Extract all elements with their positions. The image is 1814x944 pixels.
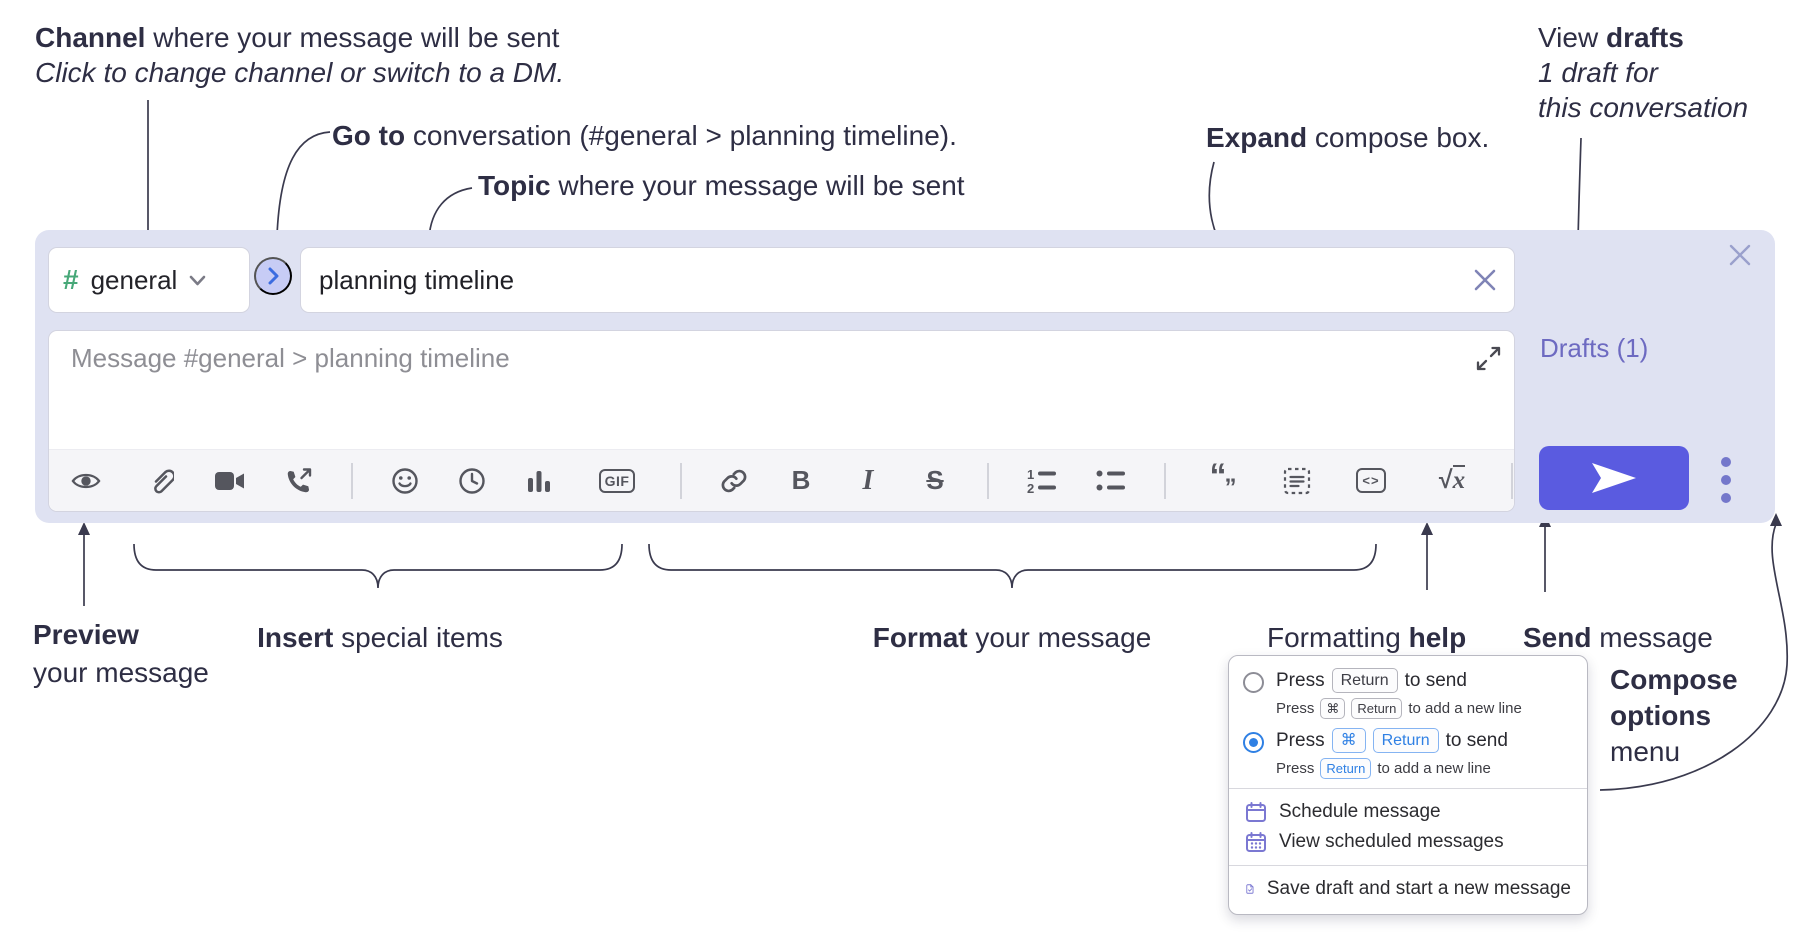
code-button[interactable]: <> <box>1349 462 1393 500</box>
menu-item-view-scheduled[interactable]: View scheduled messages <box>1243 827 1573 857</box>
topic-annotation: Topic where your message will be sent <box>478 170 965 201</box>
topic-field <box>300 247 1515 313</box>
compose-options-annotation: Compose options menu <box>1610 664 1738 767</box>
channel-annotation: Channel where your message will be sent … <box>35 22 565 88</box>
gif-button[interactable]: GIF <box>591 462 643 500</box>
calendar-icon <box>1246 802 1266 822</box>
menu-item-save-draft[interactable]: Save draft and start a new message <box>1243 874 1573 904</box>
emoji-button[interactable] <box>390 462 420 500</box>
strikethrough-icon: S <box>926 465 944 495</box>
toolbar-divider <box>680 462 682 499</box>
bold-icon: B <box>791 465 811 495</box>
key-chip: ⌘ <box>1320 698 1346 719</box>
attach-button[interactable] <box>146 462 176 500</box>
radio-unselected[interactable] <box>1243 672 1264 693</box>
chevron-down-icon <box>190 275 206 285</box>
send-option-cmd-return[interactable]: Press ⌘ Return to send Press Return to a… <box>1243 728 1573 779</box>
send-icon <box>1592 463 1636 493</box>
send-option-return[interactable]: Press Return to send Press ⌘ Return to a… <box>1243 668 1573 719</box>
message-input[interactable] <box>69 341 1453 445</box>
goto-conversation-button[interactable] <box>254 257 292 295</box>
channel-hash-icon: # <box>63 264 79 295</box>
menu-divider <box>1229 788 1587 789</box>
key-chip: Return <box>1372 728 1439 753</box>
drafts-link[interactable]: Drafts (1) <box>1540 333 1649 363</box>
sqrt-icon: √x <box>1438 465 1466 494</box>
compose-close-button[interactable] <box>1727 242 1753 268</box>
view-drafts-annotation: View drafts 1 draft for this conversatio… <box>1538 22 1749 123</box>
smiley-icon <box>392 467 418 494</box>
kebab-dots-icon <box>1721 457 1731 467</box>
insert-annotation: Insert special items <box>257 622 503 653</box>
phone-call-icon <box>287 467 312 492</box>
channel-selector-button[interactable]: # general <box>48 247 250 313</box>
ordered-list-icon: 1 2 <box>1027 468 1056 494</box>
send-button[interactable] <box>1539 446 1689 510</box>
topic-input[interactable] <box>317 263 1472 297</box>
format-annotation: Format your message <box>872 622 1152 653</box>
goto-curve <box>276 131 331 237</box>
key-chip: Return <box>1331 668 1398 693</box>
compose-toolbar: GIF B I S <box>49 449 1572 511</box>
toolbar-divider <box>351 462 353 499</box>
italic-icon: I <box>862 464 874 496</box>
poll-button[interactable] <box>524 462 554 500</box>
bold-button[interactable]: B <box>786 462 816 500</box>
snippet-icon <box>1283 467 1311 494</box>
menu-item-schedule-message[interactable]: Schedule message <box>1243 797 1573 827</box>
clock-icon <box>459 467 485 494</box>
preview-button[interactable] <box>71 462 101 500</box>
code-icon: <> <box>1356 468 1386 493</box>
calendar-grid-icon <box>1246 832 1266 852</box>
ordered-list-button[interactable]: 1 2 <box>1026 462 1058 500</box>
call-button[interactable] <box>284 462 314 500</box>
video-camera-icon <box>215 471 244 490</box>
gif-icon: GIF <box>598 468 636 493</box>
link-icon <box>721 469 747 492</box>
menu-divider <box>1229 865 1587 866</box>
message-box: GIF B I S <box>48 330 1572 512</box>
snippet-button[interactable] <box>1282 462 1312 500</box>
insert-brace <box>133 543 623 589</box>
toolbar-divider <box>987 462 989 499</box>
svg-text:1: 1 <box>1027 468 1034 482</box>
radio-selected[interactable] <box>1243 732 1264 753</box>
eye-icon <box>71 473 101 488</box>
key-chip: Return <box>1320 758 1372 779</box>
strikethrough-button[interactable]: S <box>920 462 950 500</box>
expand-compose-button[interactable] <box>1475 345 1502 372</box>
paperclip-icon <box>154 469 174 493</box>
format-brace <box>648 543 1377 589</box>
toolbar-divider <box>1511 462 1513 499</box>
link-button[interactable] <box>719 462 749 500</box>
chevron-right-icon <box>268 267 278 285</box>
x-icon <box>1474 269 1496 291</box>
expand-annotation: Expand compose box. <box>1206 122 1490 153</box>
blockquote-button[interactable]: “” <box>1203 457 1245 501</box>
close-icon <box>1729 244 1751 266</box>
formatting-help-annotation: Formatting help <box>1267 622 1467 653</box>
recent-button[interactable] <box>457 462 487 500</box>
preview-annotation: Preview your message <box>33 619 209 688</box>
key-chip: Return <box>1351 698 1403 719</box>
video-button[interactable] <box>213 462 247 500</box>
send-annotation: Send message <box>1523 622 1713 653</box>
key-chip: ⌘ <box>1331 728 1366 753</box>
compose-options-menu: Press Return to send Press ⌘ Return to a… <box>1228 655 1588 915</box>
draft-doc-icon <box>1246 884 1254 894</box>
svg-text:2: 2 <box>1027 481 1034 494</box>
expand-icon <box>1476 346 1501 371</box>
bulleted-list-icon <box>1096 470 1125 490</box>
toolbar-divider <box>1164 462 1166 499</box>
math-button[interactable]: √x <box>1430 462 1474 500</box>
channel-name: general <box>90 264 178 295</box>
compose-box: # general <box>35 230 1775 523</box>
compose-options-button[interactable] <box>1709 456 1743 504</box>
topic-clear-button[interactable] <box>1472 267 1498 293</box>
bulleted-list-button[interactable] <box>1095 462 1127 500</box>
bar-chart-icon <box>528 470 550 492</box>
italic-button[interactable]: I <box>853 462 883 500</box>
goto-annotation: Go to conversation (#general > planning … <box>332 120 957 151</box>
quote-icon: “” <box>1209 457 1237 501</box>
